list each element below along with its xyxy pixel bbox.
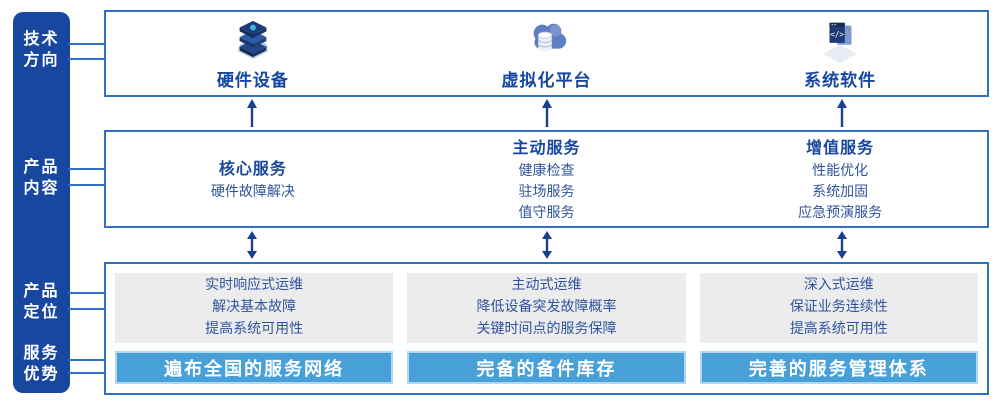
positioning-line: 主动式运维 — [511, 277, 582, 294]
positioning-line: 深入式运维 — [803, 277, 874, 294]
positioning-box: 实时响应式运维 解决基本故障 提高系统可用性 — [115, 273, 394, 343]
service-group-title: 主动服务 — [512, 138, 581, 157]
content-column-core: 核心服务 硬件故障解决 — [106, 132, 400, 226]
service-item: 硬件故障解决 — [210, 184, 295, 200]
sidebar-label-service-advantage: 服务 优势 — [13, 343, 70, 385]
connector-line — [68, 308, 105, 310]
connector-line — [68, 292, 105, 294]
product-content-panel: 核心服务 硬件故障解决 主动服务 健康检查 驻场服务 值守服务 增值服务 性能优… — [104, 130, 989, 228]
service-item: 系统加固 — [812, 184, 869, 200]
sidebar-label-tech-direction: 技术 方向 — [13, 29, 70, 71]
tech-column-hardware: 硬件设备 — [106, 12, 400, 95]
arrow-cell — [694, 231, 989, 259]
sidebar-label-line: 服务 — [23, 343, 60, 362]
sidebar-label-product-positioning: 产品 定位 — [13, 281, 70, 323]
connector-line — [68, 168, 105, 170]
up-arrow-icon — [836, 99, 847, 127]
positioning-line: 关键时间点的服务保障 — [476, 320, 617, 337]
service-item: 应急预演服务 — [798, 205, 883, 221]
positioning-line: 保证业务连续性 — [789, 299, 888, 316]
service-item: 健康检查 — [518, 163, 575, 179]
connector-line — [68, 58, 105, 60]
positioning-line: 解决基本故障 — [212, 299, 297, 316]
positioning-line: 提高系统可用性 — [205, 320, 304, 337]
connector-line — [68, 184, 105, 186]
tech-column-virtualization: 虚拟化平台 — [400, 12, 694, 95]
sidebar-label-line: 技术 — [23, 29, 60, 48]
positioning-line: 实时响应式运维 — [205, 277, 304, 294]
sidebar-label-line: 优势 — [23, 363, 60, 383]
up-arrow-icon — [246, 99, 257, 127]
bottom-column-realtime: 实时响应式运维 解决基本故障 提高系统可用性 遍布全国的服务网络 — [115, 273, 394, 384]
service-group-title: 核心服务 — [218, 159, 287, 178]
svg-text:</>: </> — [830, 30, 844, 39]
server-stack-icon — [236, 20, 270, 59]
positioning-box: 深入式运维 保证业务连续性 提高系统可用性 — [699, 273, 978, 343]
connector-line — [68, 372, 105, 374]
service-item: 驻场服务 — [518, 184, 575, 200]
double-arrow-icon — [836, 231, 847, 259]
positioning-advantage-panel: 实时响应式运维 解决基本故障 提高系统可用性 遍布全国的服务网络 主动式运维 降… — [104, 262, 989, 395]
arrow-cell — [694, 99, 989, 127]
sidebar-label-line: 方向 — [23, 49, 60, 69]
sidebar-label-line: 内容 — [23, 177, 60, 197]
advantage-bar: 完善的服务管理体系 — [699, 351, 978, 384]
advantage-bar: 完备的备件库存 — [407, 351, 686, 384]
arrow-cell — [399, 99, 694, 127]
double-arrow-icon — [541, 231, 552, 259]
bottom-column-proactive: 主动式运维 降低设备突发故障概率 关键时间点的服务保障 完备的备件库存 — [407, 273, 686, 384]
positioning-line: 提高系统可用性 — [789, 320, 888, 337]
tech-direction-panel: 硬件设备 虚拟化平台 — [104, 10, 989, 97]
arrow-row-middle — [104, 231, 989, 259]
positioning-box: 主动式运维 降低设备突发故障概率 关键时间点的服务保障 — [407, 273, 686, 343]
up-arrow-icon — [541, 99, 552, 127]
connector-line — [68, 359, 105, 361]
service-group-title: 增值服务 — [806, 138, 875, 157]
tech-label-virtualization: 虚拟化平台 — [501, 70, 592, 91]
sidebar-label-line: 产品 — [23, 281, 60, 300]
service-item: 性能优化 — [812, 163, 869, 179]
service-item: 值守服务 — [518, 205, 575, 221]
cloud-database-icon — [533, 23, 566, 52]
positioning-line: 降低设备突发故障概率 — [476, 299, 617, 316]
content-column-value-added: 增值服务 性能优化 系统加固 应急预演服务 — [693, 132, 987, 226]
arrow-cell — [104, 231, 399, 259]
sidebar-label-line: 定位 — [23, 301, 60, 321]
content-column-active: 主动服务 健康检查 驻场服务 值守服务 — [400, 132, 694, 226]
sidebar-label-product-content: 产品 内容 — [13, 157, 70, 199]
arrow-cell — [399, 231, 694, 259]
arrow-cell — [104, 99, 399, 127]
tech-column-software: </> 系统软件 — [693, 12, 987, 95]
category-sidebar: 技术 方向 产品 内容 产品 定位 服务 优势 — [13, 12, 70, 393]
connector-line — [68, 43, 105, 45]
tech-label-hardware: 硬件设备 — [216, 70, 289, 91]
double-arrow-icon — [246, 231, 257, 259]
arrow-row-top — [104, 99, 989, 127]
bottom-column-deep: 深入式运维 保证业务连续性 提高系统可用性 完善的服务管理体系 — [699, 273, 978, 384]
sidebar-label-line: 产品 — [23, 157, 60, 176]
advantage-bar: 遍布全国的服务网络 — [115, 351, 394, 384]
tech-label-software: 系统软件 — [804, 70, 877, 91]
code-window-icon: </> — [822, 22, 858, 63]
